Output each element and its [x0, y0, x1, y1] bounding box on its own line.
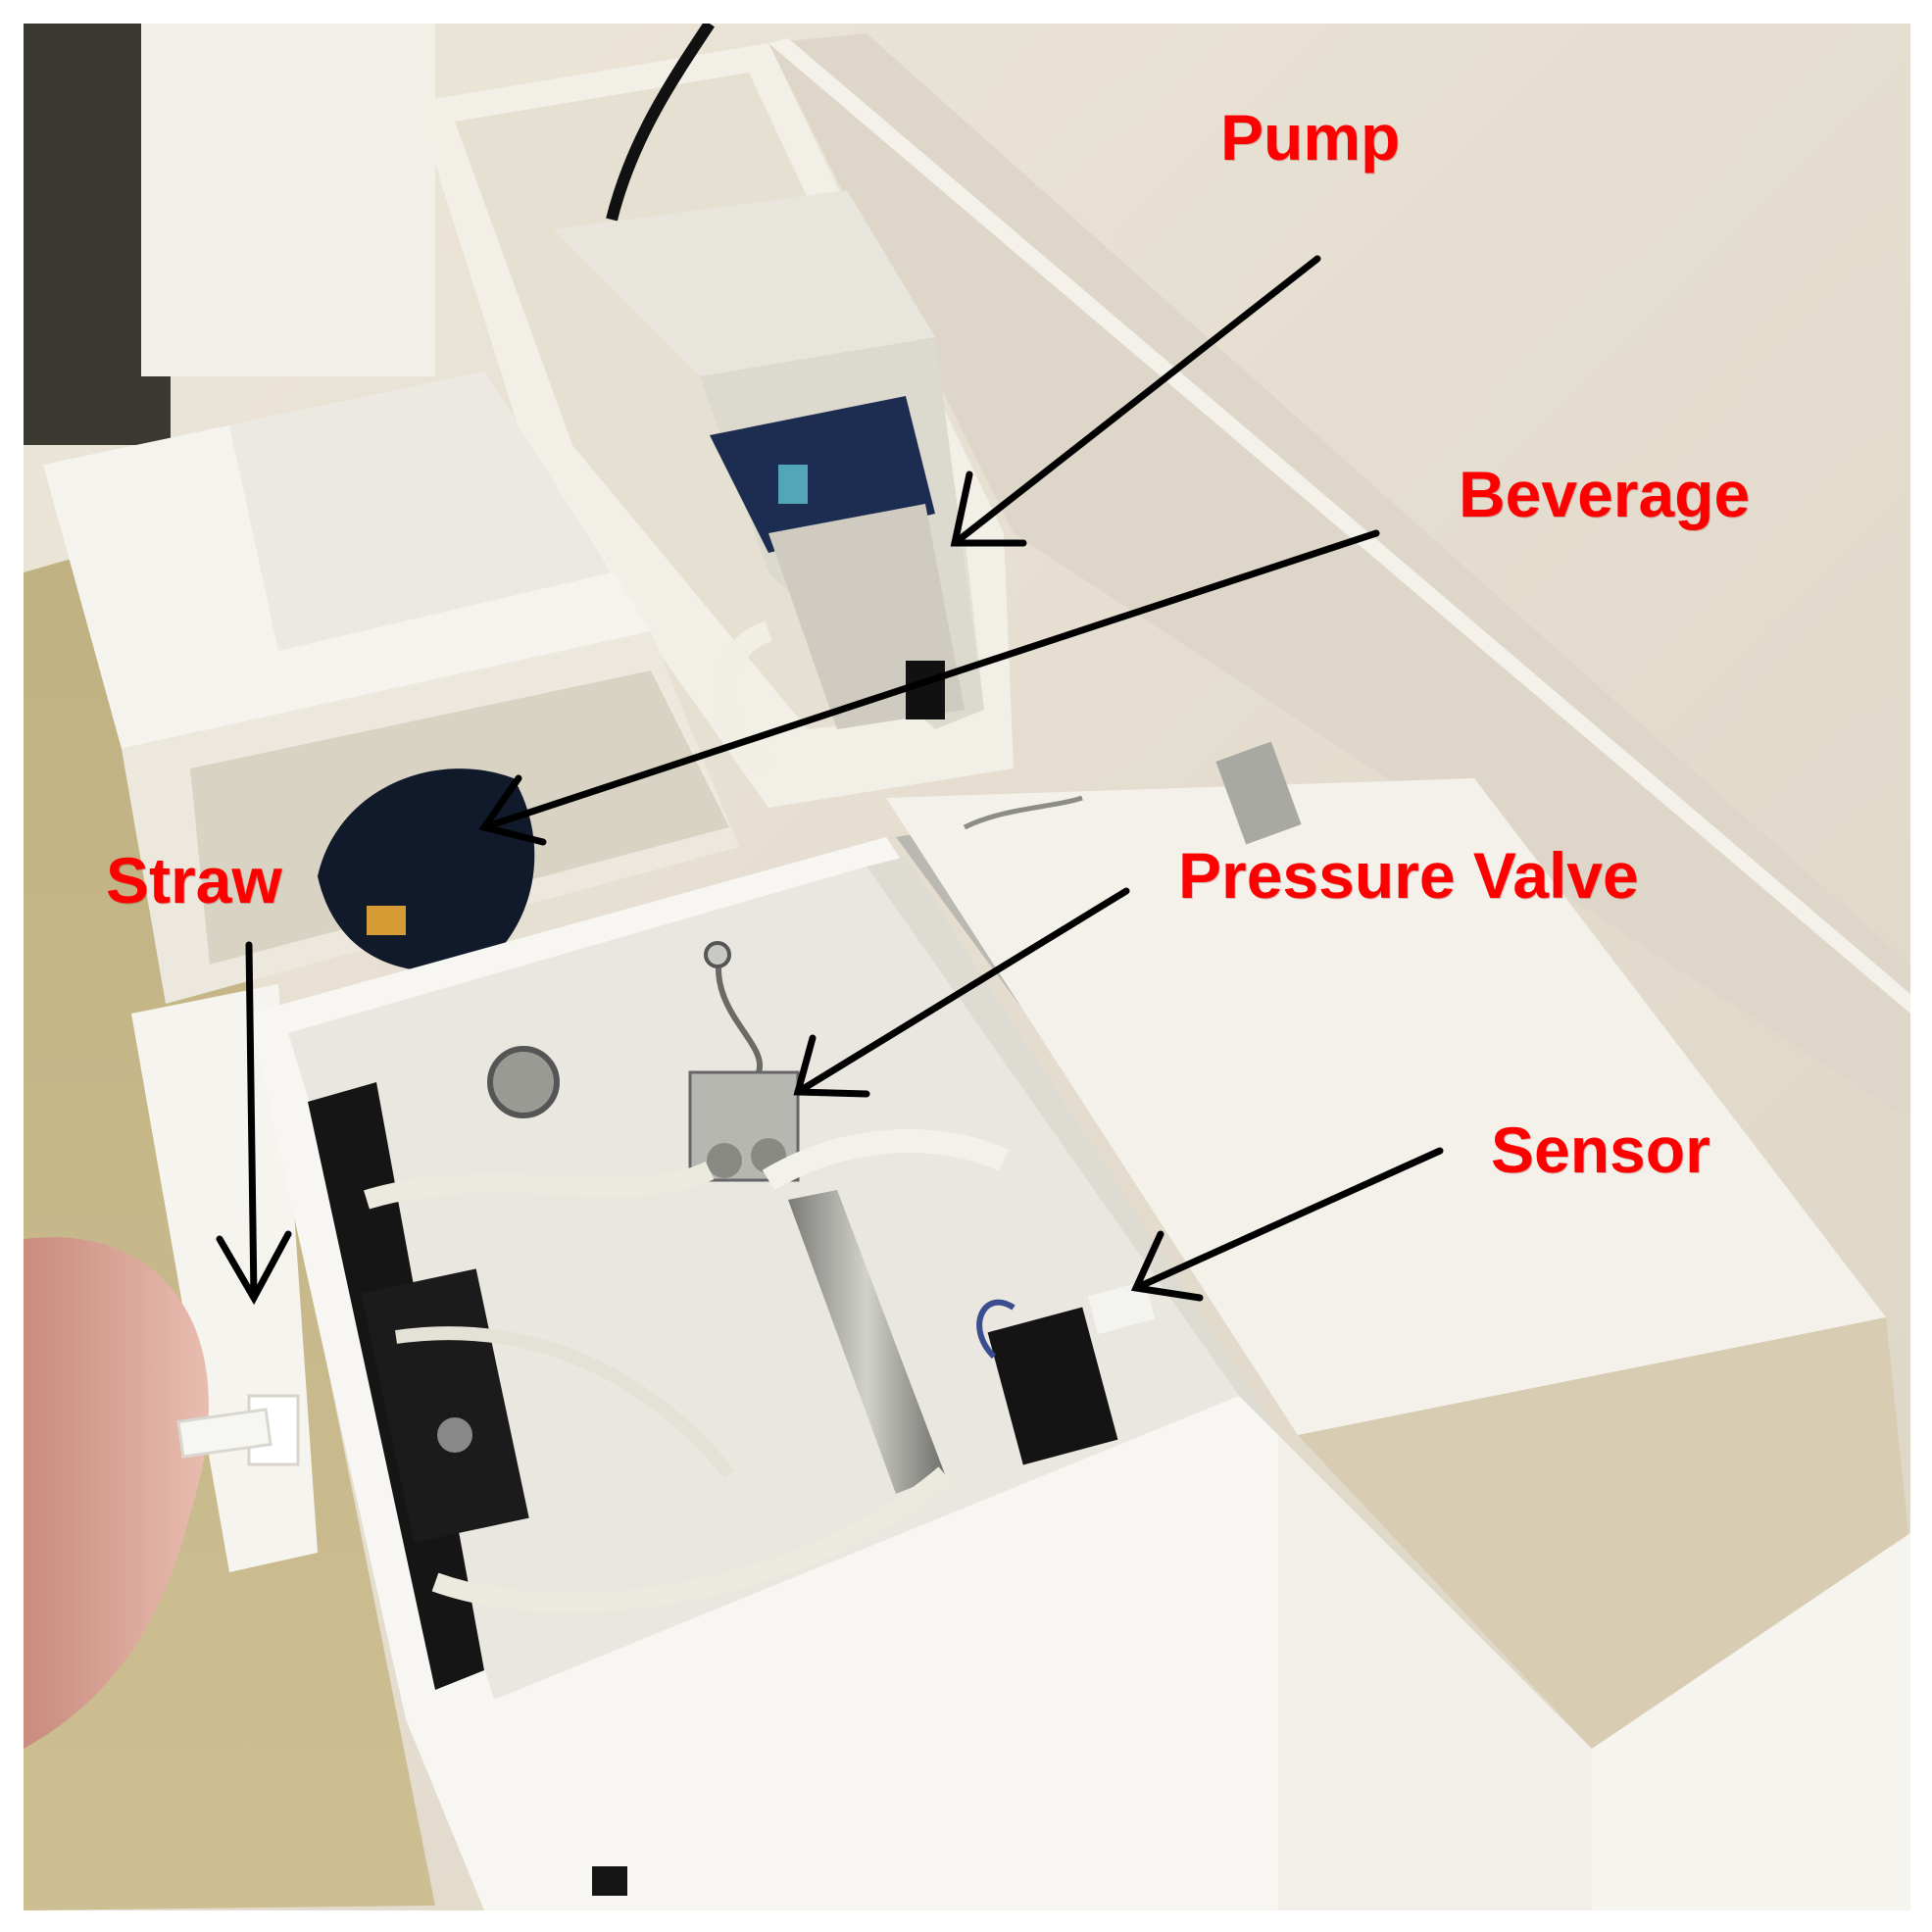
back-cabinet-side	[768, 33, 1910, 1121]
hand	[24, 1237, 209, 1749]
motor-screw	[437, 1417, 472, 1453]
pump-arrow-head	[950, 471, 1027, 547]
right-box-side	[1592, 1533, 1910, 1910]
beverage-arrow-head	[478, 774, 547, 846]
pump-tube	[714, 620, 775, 778]
main-box-switch	[592, 1866, 627, 1896]
open-lid	[886, 778, 1886, 1435]
pump-cable	[606, 24, 715, 222]
back-cabinet-rim	[768, 38, 1910, 1014]
beverage-box-lid-shade	[229, 372, 612, 651]
lid-wire	[963, 795, 1083, 830]
pressure-valve-arrow-line	[794, 887, 1130, 1096]
sensor-body	[987, 1307, 1118, 1465]
pump-arrow-line	[951, 255, 1321, 547]
pump-body-top	[553, 190, 935, 376]
beverage-arrow-line	[480, 529, 1380, 831]
lid-bracket	[1215, 741, 1302, 845]
annotation-arrows	[216, 255, 1444, 1306]
main-box-wall-right	[867, 857, 1278, 1435]
wall-nut	[487, 1046, 560, 1118]
label-beverage: Beverage	[1459, 458, 1751, 530]
sensor-arrow-head	[1130, 1230, 1204, 1302]
tube-loop-1	[431, 1466, 952, 1613]
straw-tip	[176, 1408, 272, 1459]
straw-arrow-line	[245, 941, 258, 1302]
pressure-valve-arrow-head	[793, 1034, 870, 1098]
sensor-wires	[976, 1299, 1016, 1360]
scene-photo	[24, 24, 1910, 1910]
label-pressure-valve: Pressure Valve	[1178, 839, 1639, 912]
beverage-tag	[367, 906, 406, 935]
tube-loop-2	[364, 1161, 715, 1210]
piston-rod	[788, 1190, 945, 1494]
pump-knob	[906, 661, 945, 719]
straw-arrow-head	[216, 1230, 292, 1306]
label-pump: Pump	[1220, 101, 1401, 173]
label-sensor: Sensor	[1491, 1114, 1710, 1186]
doorway	[141, 24, 435, 376]
sensor-nozzle	[1087, 1280, 1156, 1335]
tube-loop-4	[395, 1326, 735, 1479]
right-box-front	[1278, 1435, 1592, 1910]
label-straw: Straw	[106, 844, 282, 916]
tube-loop-3	[762, 1129, 1010, 1191]
sensor-arrow-line	[1132, 1147, 1444, 1292]
valve-wire	[715, 954, 764, 1073]
valve-fitting-left	[707, 1143, 742, 1178]
pump-display-digits	[778, 465, 808, 504]
valve-wire-eyelet	[704, 941, 731, 968]
